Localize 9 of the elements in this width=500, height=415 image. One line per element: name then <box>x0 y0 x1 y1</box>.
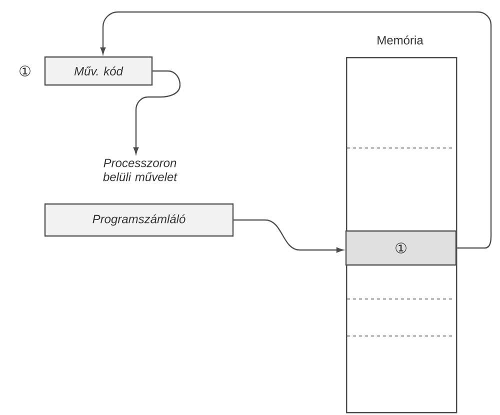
label-box: Programszámláló <box>44 203 234 237</box>
node-label: Memória <box>378 36 424 44</box>
arrow <box>234 219 344 253</box>
result-text: Processzoron belüli művelet <box>103 158 178 182</box>
callout-number: ① <box>20 66 30 76</box>
arrow <box>133 70 181 154</box>
arrow <box>100 11 492 249</box>
memory-cell: ① <box>345 230 457 266</box>
label-box: Műv. kód <box>44 56 153 86</box>
